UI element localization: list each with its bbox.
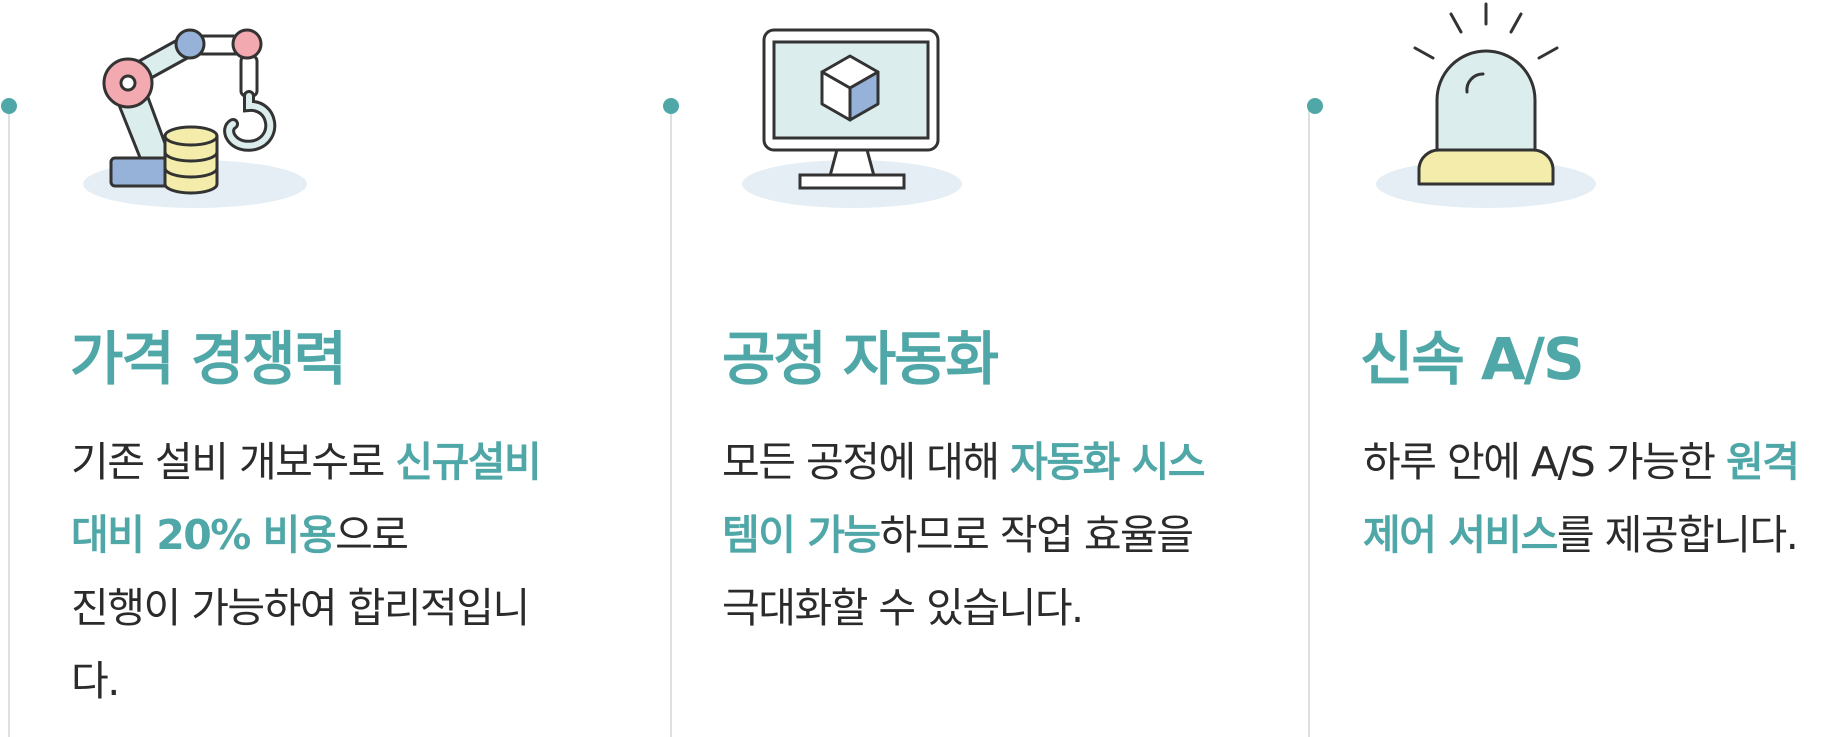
desc-text: 모든 공정에 대해 bbox=[722, 438, 1011, 486]
column-divider-line bbox=[8, 105, 10, 737]
column-marker-dot bbox=[1, 98, 17, 114]
feature-automation: 공정 자동화 모든 공정에 대해 자동화 시스 템이 가능하므로 작업 효율을 … bbox=[663, 0, 1300, 737]
desc-text: 를 제공합니다. bbox=[1556, 511, 1799, 559]
feature-title: 공정 자동화 bbox=[722, 325, 999, 393]
feature-fast-as: 신속 A/S 하루 안에 A/S 가능한 원격 제어 서비스를 제공합니다. bbox=[1307, 0, 1836, 737]
column-marker-dot bbox=[1307, 98, 1323, 114]
desc-text: 으로 bbox=[335, 511, 409, 559]
desc-text: 하루 안에 A/S 가능한 bbox=[1363, 438, 1727, 486]
desc-text: 다. bbox=[71, 657, 120, 705]
alarm-light-icon bbox=[1376, 2, 1596, 208]
desc-highlight: 자동화 시스 bbox=[1010, 438, 1205, 486]
desc-text: 진행이 가능하여 합리적입니 bbox=[71, 584, 530, 632]
desc-highlight: 대비 20% 비용 bbox=[71, 511, 337, 559]
column-divider-line bbox=[670, 105, 672, 737]
column-divider-line bbox=[1308, 105, 1310, 737]
desc-highlight: 템이 가능 bbox=[722, 511, 881, 559]
feature-title: 신속 A/S bbox=[1360, 325, 1585, 393]
desc-text: 기존 설비 개보수로 bbox=[71, 438, 396, 486]
desc-highlight: 신규설비 bbox=[395, 438, 541, 486]
desc-text: 하므로 작업 효율을 bbox=[879, 511, 1194, 559]
desc-highlight: 원격 bbox=[1726, 438, 1800, 486]
feature-title: 가격 경쟁력 bbox=[70, 325, 347, 393]
robot-arm-icon bbox=[83, 28, 307, 208]
column-marker-dot bbox=[663, 98, 679, 114]
monitor-cube-icon bbox=[742, 28, 962, 208]
desc-text: 극대화할 수 있습니다. bbox=[722, 584, 1084, 632]
feature-description: 기존 설비 개보수로 신규설비 대비 20% 비용으로 진행이 가능하여 합리적… bbox=[71, 426, 542, 718]
feature-price: 가격 경쟁력 기존 설비 개보수로 신규설비 대비 20% 비용으로 진행이 가… bbox=[1, 0, 648, 737]
desc-highlight: 제어 서비스 bbox=[1363, 511, 1558, 559]
feature-description: 모든 공정에 대해 자동화 시스 템이 가능하므로 작업 효율을 극대화할 수 … bbox=[722, 426, 1206, 645]
feature-description: 하루 안에 A/S 가능한 원격 제어 서비스를 제공합니다. bbox=[1363, 426, 1800, 572]
